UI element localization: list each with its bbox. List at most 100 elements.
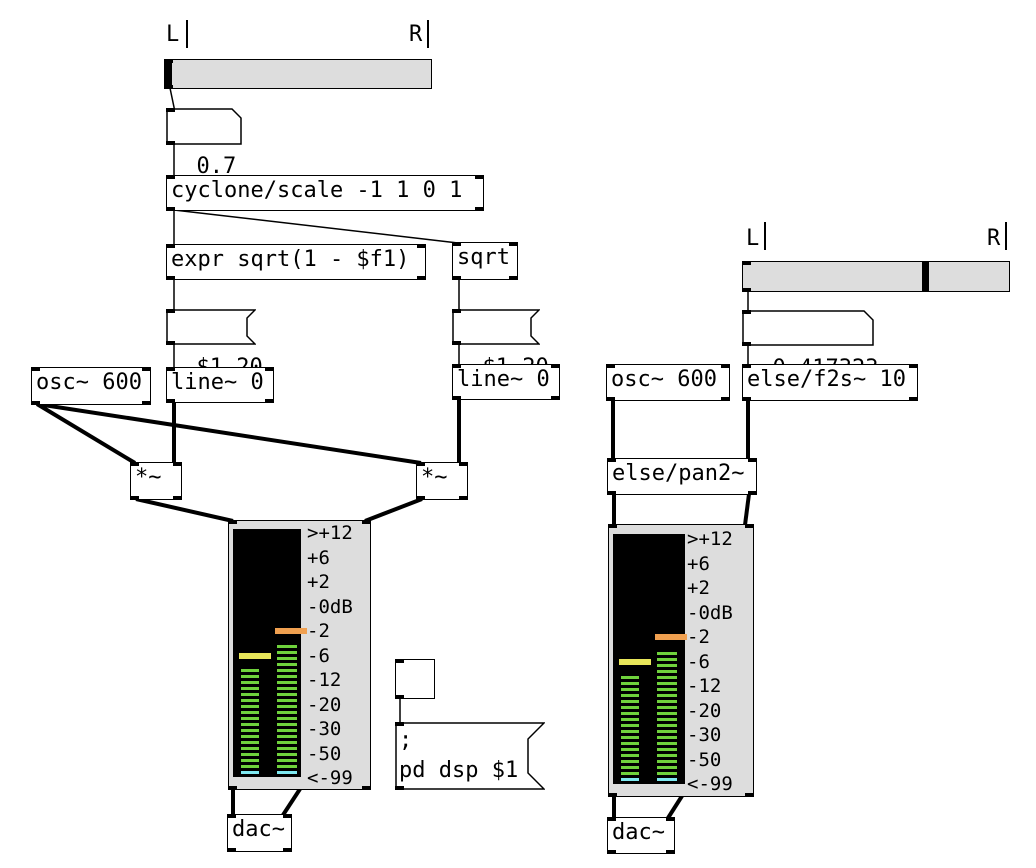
- io-port[interactable]: [606, 364, 615, 368]
- io-port[interactable]: [452, 276, 461, 280]
- io-port[interactable]: [475, 207, 484, 211]
- io-port[interactable]: [395, 786, 404, 790]
- io-port[interactable]: [452, 242, 461, 246]
- io-port[interactable]: [459, 462, 468, 466]
- io-port[interactable]: [130, 462, 139, 466]
- io-port[interactable]: [452, 396, 461, 400]
- io-port[interactable]: [417, 244, 426, 248]
- expr-object[interactable]: expr sqrt(1 - $f1): [166, 244, 426, 280]
- io-port[interactable]: [748, 458, 757, 462]
- io-port[interactable]: [509, 242, 518, 246]
- io-port[interactable]: [551, 396, 560, 400]
- io-port[interactable]: [459, 496, 468, 500]
- io-port[interactable]: [395, 722, 404, 726]
- io-port[interactable]: [166, 141, 175, 145]
- dsp-message[interactable]: ; pd dsp $1: [395, 722, 545, 790]
- io-port[interactable]: [362, 520, 371, 524]
- cyclone-scale-object[interactable]: cyclone/scale -1 1 0 1: [166, 175, 484, 211]
- pan-slider[interactable]: [164, 59, 432, 89]
- io-port[interactable]: [227, 848, 236, 852]
- io-port[interactable]: [606, 397, 615, 401]
- io-port[interactable]: [452, 309, 461, 313]
- io-port[interactable]: [228, 520, 237, 524]
- io-port[interactable]: [31, 367, 40, 371]
- dac-object-right[interactable]: dac~: [607, 817, 675, 854]
- pan-number-box[interactable]: 0.7: [166, 108, 242, 178]
- io-port[interactable]: [509, 276, 518, 280]
- io-port[interactable]: [417, 276, 426, 280]
- line-object-right[interactable]: line~ 0: [452, 364, 560, 400]
- io-port[interactable]: [608, 524, 617, 528]
- io-port[interactable]: [142, 367, 151, 371]
- io-port[interactable]: [227, 814, 236, 818]
- slider-knob[interactable]: [921, 262, 929, 291]
- io-port[interactable]: [748, 491, 757, 495]
- osc-object-left[interactable]: osc~ 600: [31, 367, 151, 405]
- io-port[interactable]: [416, 496, 425, 500]
- io-port[interactable]: [166, 367, 175, 371]
- io-port[interactable]: [608, 793, 617, 797]
- io-port[interactable]: [742, 310, 751, 314]
- io-port[interactable]: [666, 817, 675, 821]
- io-port[interactable]: [283, 814, 292, 818]
- io-port[interactable]: [283, 848, 292, 852]
- io-port[interactable]: [742, 342, 751, 346]
- io-port[interactable]: [166, 341, 175, 345]
- io-port[interactable]: [395, 659, 404, 663]
- vu-meter-left[interactable]: >+12+6+2-0dB-2-6-12-20-30-50<-99: [228, 520, 371, 790]
- slider-knob[interactable]: [165, 60, 172, 88]
- io-port[interactable]: [551, 364, 560, 368]
- io-port[interactable]: [164, 59, 173, 63]
- f2s-object[interactable]: else/f2s~ 10: [742, 364, 918, 401]
- io-port[interactable]: [742, 261, 751, 265]
- dsp-bang[interactable]: [395, 659, 435, 699]
- io-port[interactable]: [166, 309, 175, 313]
- io-port[interactable]: [607, 491, 616, 495]
- io-port[interactable]: [416, 462, 425, 466]
- osc-object-right[interactable]: osc~ 600: [606, 364, 730, 401]
- io-port[interactable]: [742, 364, 751, 368]
- io-port[interactable]: [475, 175, 484, 179]
- io-port[interactable]: [909, 397, 918, 401]
- io-port[interactable]: [607, 817, 616, 821]
- pan2-number-box[interactable]: 0.417323: [742, 310, 878, 380]
- io-port[interactable]: [721, 364, 730, 368]
- io-port[interactable]: [142, 401, 151, 405]
- io-port[interactable]: [173, 462, 182, 466]
- multiply-object-left[interactable]: *~: [130, 462, 182, 500]
- io-port[interactable]: [166, 399, 175, 403]
- sqrt-object[interactable]: sqrt: [452, 242, 518, 280]
- io-port[interactable]: [607, 458, 616, 462]
- io-port[interactable]: [362, 786, 371, 790]
- io-port[interactable]: [666, 850, 675, 854]
- io-port[interactable]: [452, 341, 461, 345]
- io-port[interactable]: [31, 401, 40, 405]
- io-port[interactable]: [166, 276, 175, 280]
- io-port[interactable]: [452, 364, 461, 368]
- ramp-message-left[interactable]: $1 20: [166, 309, 263, 379]
- io-port[interactable]: [909, 364, 918, 368]
- io-port[interactable]: [166, 244, 175, 248]
- io-port[interactable]: [745, 524, 754, 528]
- io-port[interactable]: [173, 496, 182, 500]
- io-port[interactable]: [166, 175, 175, 179]
- io-port[interactable]: [164, 85, 173, 89]
- dac-object-left[interactable]: dac~: [227, 814, 292, 852]
- io-port[interactable]: [745, 793, 754, 797]
- io-port[interactable]: [166, 207, 175, 211]
- io-port[interactable]: [742, 397, 751, 401]
- io-port[interactable]: [130, 496, 139, 500]
- pan2-object[interactable]: else/pan2~: [607, 458, 757, 495]
- io-port[interactable]: [742, 288, 751, 292]
- vu-meter-right[interactable]: >+12+6+2-0dB-2-6-12-20-30-50<-99: [608, 524, 754, 797]
- pan2-slider[interactable]: [742, 261, 1010, 292]
- io-port[interactable]: [166, 108, 175, 112]
- io-port[interactable]: [395, 695, 404, 699]
- io-port[interactable]: [721, 397, 730, 401]
- line-object-left[interactable]: line~ 0: [166, 367, 274, 403]
- io-port[interactable]: [265, 367, 274, 371]
- multiply-object-right[interactable]: *~: [416, 462, 468, 500]
- ramp-message-right[interactable]: $1 20: [452, 309, 549, 379]
- io-port[interactable]: [607, 850, 616, 854]
- io-port[interactable]: [228, 786, 237, 790]
